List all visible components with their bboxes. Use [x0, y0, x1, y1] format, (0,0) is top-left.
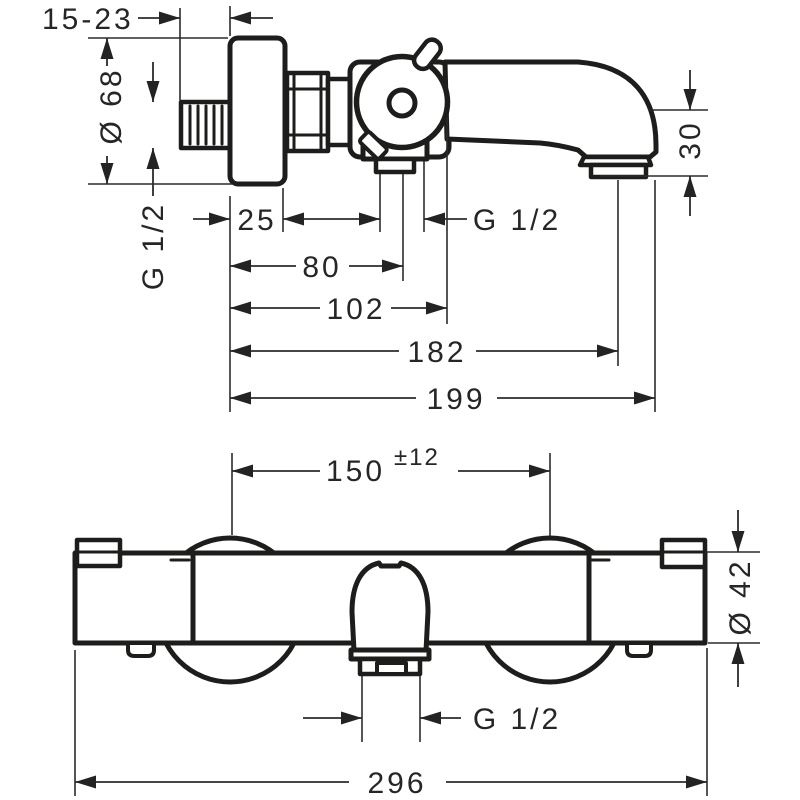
dim-body-diameter: Ø 42 — [706, 510, 760, 687]
dim-escutcheon-depth-label: 25 — [237, 204, 276, 237]
aerator-outlet — [588, 162, 649, 180]
spout-front — [349, 560, 431, 654]
dim-overall-width: 296 — [74, 648, 708, 800]
dim-spout-end-height: 30 — [600, 70, 708, 216]
dimensions-side: 15-23 Ø 68 G 1/2 30 — [42, 3, 708, 416]
dim-depth-to-shower-outlet: 80 — [230, 251, 403, 284]
dim-depth-to-handle-front-label: 102 — [326, 293, 385, 326]
dim-body-diameter-label: Ø 42 — [724, 558, 757, 635]
dim-depth-to-spout-outlet: 182 — [230, 336, 618, 369]
safety-button — [358, 130, 389, 161]
dim-escutcheon-depth: 25 — [193, 204, 380, 237]
dim-escutcheon-diameter-label: Ø 68 — [95, 67, 128, 144]
dim-shower-outlet-thread-label: G 1/2 — [473, 204, 561, 237]
check-valve-right — [625, 645, 653, 658]
dim-spout-outlet-thread: G 1/2 — [303, 676, 561, 742]
spout-side — [442, 59, 659, 160]
dim-total-projection-label: 199 — [426, 383, 485, 416]
dim-depth-to-handle-front: 102 — [230, 293, 447, 326]
dim-shower-outlet-thread: G 1/2 — [424, 204, 561, 237]
front-view: 150 ±12 Ø 42 G 1/2 — [72, 444, 760, 800]
dimensions-front: 150 ±12 Ø 42 G 1/2 — [74, 444, 760, 800]
mixer-body-front — [72, 535, 708, 685]
adapter-piece — [325, 76, 353, 148]
handle-hub — [386, 87, 418, 119]
wall-connection — [178, 8, 353, 187]
dim-total-projection: 199 — [230, 383, 655, 416]
dim-wall-offset: 15-23 — [42, 3, 273, 36]
handle-lever — [411, 37, 443, 72]
escutcheon-side — [227, 35, 288, 187]
shower-outlet-stub — [373, 156, 417, 175]
dim-escutcheon-diameter: Ø 68 — [88, 37, 232, 185]
dim-connection-distance: 150 ±12 — [231, 444, 551, 536]
dim-wall-thread-label: G 1/2 — [137, 202, 170, 290]
dim-depth-to-shower-outlet-label: 80 — [302, 251, 341, 284]
dim-spout-end-height-label: 30 — [674, 120, 707, 159]
dim-spout-outlet-thread-label: G 1/2 — [473, 703, 561, 736]
check-valve-left — [126, 645, 156, 658]
dim-overall-width-label: 296 — [367, 767, 426, 800]
dim-connection-distance-label: 150 ±12 — [326, 444, 440, 488]
dim-wall-offset-label: 15-23 — [42, 3, 134, 36]
thread-hatch — [188, 104, 224, 146]
side-view: 15-23 Ø 68 G 1/2 30 — [42, 3, 708, 416]
mixer-body-side — [347, 37, 659, 180]
dim-depth-to-spout-outlet-label: 182 — [407, 336, 466, 369]
spout-outlet-detail — [375, 661, 408, 676]
dim-wall-thread: G 1/2 — [137, 62, 170, 290]
